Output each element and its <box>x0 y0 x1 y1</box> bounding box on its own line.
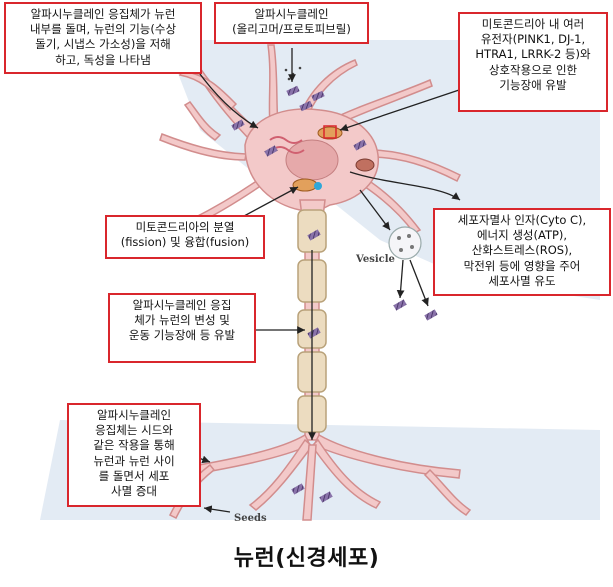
callout-degeneration: 알파시누클레인 응집 체가 뉴런의 변성 및 운동 기능장애 등 유발 <box>108 293 256 363</box>
callout-seeding: 알파시누클레인 응집체는 시드와 같은 작용을 통해 뉴런과 뉴런 사이 를 돌… <box>67 403 201 507</box>
callout-aggregate-toxicity: 알파시누클레인 응집체가 뉴런 내부를 돌며, 뉴런의 기능(수상 돌기, 시냅… <box>4 2 202 74</box>
callout-fission-fusion: 미토콘드리아의 분열 (fission) 및 융합(fusion) <box>105 215 265 259</box>
callout-oligomer: 알파시누클레인 (올리고머/프로토피브릴) <box>214 2 369 44</box>
vesicle <box>388 226 422 260</box>
aggregates <box>231 85 438 503</box>
seeds-label: Seeds <box>234 513 267 524</box>
vesicle-label: Vesicle <box>355 254 395 265</box>
page-title: 뉴런(신경세포) <box>233 546 380 571</box>
callout-mitochondria-genes: 미토콘드리아 내 여러 유전자(PINK1, DJ-1, HTRA1, LRRK… <box>458 12 608 112</box>
organelles <box>269 125 375 192</box>
callout-apoptosis: 세포자멸사 인자(Cyto C), 에너지 생성(ATP), 산화스트레스(RO… <box>433 208 611 296</box>
